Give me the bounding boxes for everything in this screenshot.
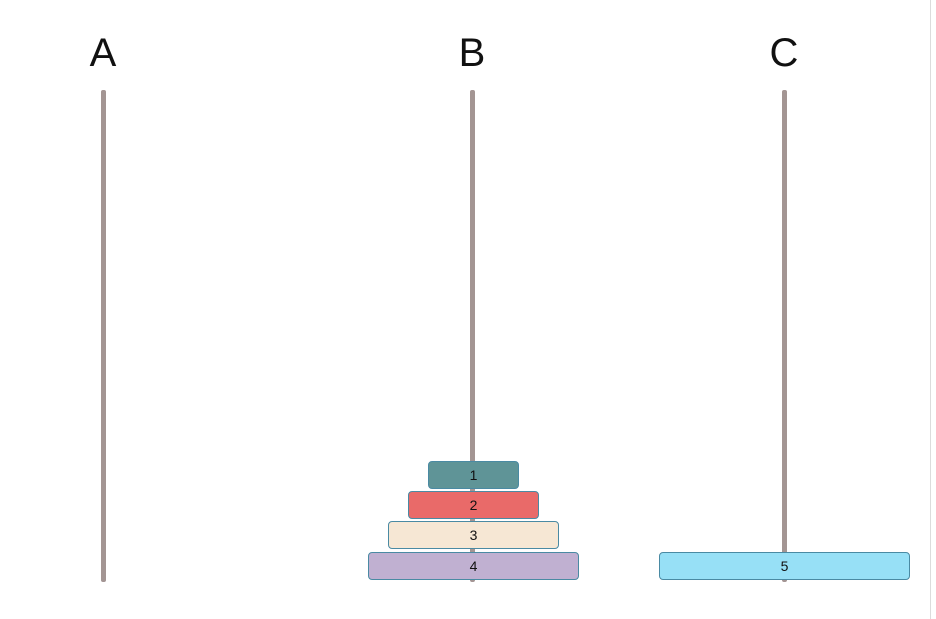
- disk-2[interactable]: 2: [408, 491, 539, 519]
- disk-3[interactable]: 3: [388, 521, 559, 549]
- rod-a[interactable]: [101, 90, 106, 582]
- disk-2-label: 2: [469, 497, 478, 513]
- disk-3-label: 3: [469, 527, 478, 543]
- disk-1[interactable]: 1: [428, 461, 519, 489]
- disk-5-label: 5: [780, 558, 789, 574]
- divider: [930, 0, 931, 619]
- rod-c[interactable]: [782, 90, 787, 582]
- peg-label-b: B: [458, 31, 486, 75]
- disk-1-label: 1: [469, 467, 478, 483]
- disk-5[interactable]: 5: [659, 552, 910, 580]
- peg-label-c: C: [769, 31, 799, 75]
- disk-4[interactable]: 4: [368, 552, 579, 580]
- rod-b[interactable]: [470, 90, 475, 582]
- disk-4-label: 4: [469, 558, 478, 574]
- peg-label-a: A: [89, 31, 117, 75]
